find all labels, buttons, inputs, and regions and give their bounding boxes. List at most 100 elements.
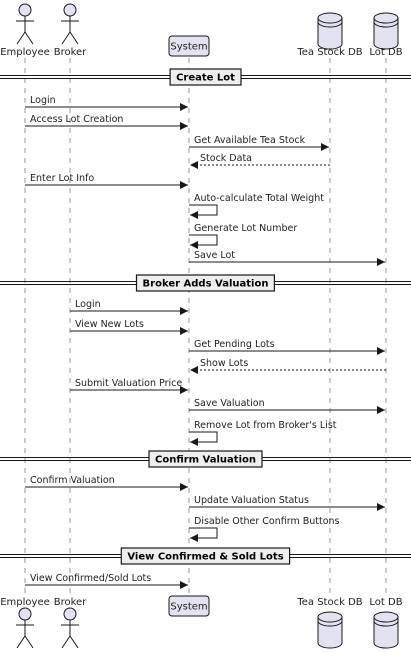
message-label: View New Lots (75, 319, 144, 330)
group-separator: Confirm Valuation (0, 450, 411, 468)
group-separator: Broker Adds Valuation (0, 274, 411, 292)
message: Login (25, 95, 188, 111)
actor-leg-right (69, 635, 79, 649)
group-label-box (169, 68, 242, 86)
message: View New Lots (70, 319, 188, 335)
self-message-arrow (189, 527, 218, 542)
message-label: Disable Other Confirm Buttons (194, 516, 340, 527)
message: Enter Lot Info (25, 173, 188, 189)
message-label: Show Lots (200, 358, 248, 369)
actor-employee (16, 607, 34, 649)
database-tea_stock_db (317, 611, 343, 649)
message-label: Generate Lot Number (194, 223, 297, 234)
database-body (317, 17, 343, 50)
participant-label-top: Tea Stock DB (296, 47, 362, 58)
message-label: Save Valuation (194, 398, 265, 409)
participant-label-top: Employee (0, 47, 50, 58)
message-label: Login (30, 95, 56, 106)
actor-leg-left (16, 635, 26, 649)
message-label: Enter Lot Info (30, 173, 94, 184)
message-label: View Confirmed/Sold Lots (30, 573, 151, 584)
actor-leg-right (24, 31, 34, 45)
message: Generate Lot Number (189, 223, 297, 249)
participant-label-bottom: System (170, 602, 207, 613)
message: Get Available Tea Stock (189, 135, 329, 151)
group-label-box (120, 547, 291, 565)
message-label: Get Available Tea Stock (194, 135, 306, 146)
self-message-arrow (189, 204, 218, 219)
database-top (373, 12, 399, 24)
participant-label-bottom: Employee (0, 597, 50, 608)
message: Update Valuation Status (189, 495, 385, 511)
participant-label-top: Lot DB (369, 47, 402, 58)
participant-label-bottom: Broker (54, 597, 87, 608)
database-top (317, 12, 343, 24)
message: Stock Data (190, 153, 330, 169)
self-message-arrow (189, 431, 218, 446)
actor-head (63, 3, 77, 17)
database-lot_db (373, 12, 399, 50)
database-top (373, 611, 399, 623)
database-tea_stock_db (317, 12, 343, 50)
database-rim (373, 620, 399, 627)
group-label: View Confirmed & Sold Lots (127, 552, 283, 563)
participant-label-top: Broker (54, 47, 87, 58)
message: Confirm Valuation (25, 475, 188, 491)
message-label: Login (75, 299, 101, 310)
message-label: Submit Valuation Price (75, 378, 182, 389)
actor-leg-left (61, 635, 71, 649)
group-label: Confirm Valuation (155, 455, 256, 466)
message: View Confirmed/Sold Lots (25, 573, 188, 589)
actor-head (18, 3, 32, 17)
database-rim (317, 21, 343, 28)
actor-broker (61, 3, 79, 45)
message-label: Auto-calculate Total Weight (194, 193, 324, 204)
message-label: Save Lot (194, 250, 235, 261)
actor-leg-left (16, 31, 26, 45)
database-rim (373, 21, 399, 28)
database-lot_db (373, 611, 399, 649)
message: Save Lot (189, 250, 385, 266)
message: Auto-calculate Total Weight (189, 193, 324, 219)
actor-broker (61, 607, 79, 649)
message-label: Stock Data (200, 153, 252, 164)
message: Show Lots (190, 358, 386, 374)
actor-leg-right (24, 635, 34, 649)
participants: EmployeeEmployeeBrokerBrokerSystemSystem… (0, 3, 403, 649)
message: Access Lot Creation (25, 114, 188, 130)
actor-leg-left (61, 31, 71, 45)
group-separator: Create Lot (0, 68, 411, 86)
message-label: Access Lot Creation (30, 114, 123, 125)
message-label: Update Valuation Status (194, 495, 309, 506)
group-label-box (135, 274, 275, 292)
actor-leg-right (69, 31, 79, 45)
message: Login (70, 299, 188, 315)
group-label: Broker Adds Valuation (143, 279, 269, 290)
participant-label-bottom: Lot DB (369, 597, 402, 608)
participant-box-top (168, 35, 210, 57)
database-body (317, 616, 343, 649)
participant-label-top: System (170, 42, 207, 53)
group-label-box (148, 450, 263, 468)
actor-employee (16, 3, 34, 45)
database-body (373, 616, 399, 649)
self-message-arrow (189, 234, 218, 249)
database-body (373, 17, 399, 50)
message: Disable Other Confirm Buttons (189, 516, 340, 542)
message-label: Remove Lot from Broker's List (194, 420, 337, 431)
group-separator: View Confirmed & Sold Lots (0, 547, 411, 565)
message: Save Valuation (189, 398, 385, 414)
database-top (317, 611, 343, 623)
message: Remove Lot from Broker's List (189, 420, 337, 446)
actor-head (18, 607, 32, 621)
participant-label-bottom: Tea Stock DB (296, 597, 362, 608)
database-rim (317, 620, 343, 627)
message-label: Confirm Valuation (30, 475, 115, 486)
message: Get Pending Lots (189, 339, 385, 355)
actor-head (63, 607, 77, 621)
participant-box-bottom (168, 595, 210, 617)
message: Submit Valuation Price (70, 378, 188, 394)
